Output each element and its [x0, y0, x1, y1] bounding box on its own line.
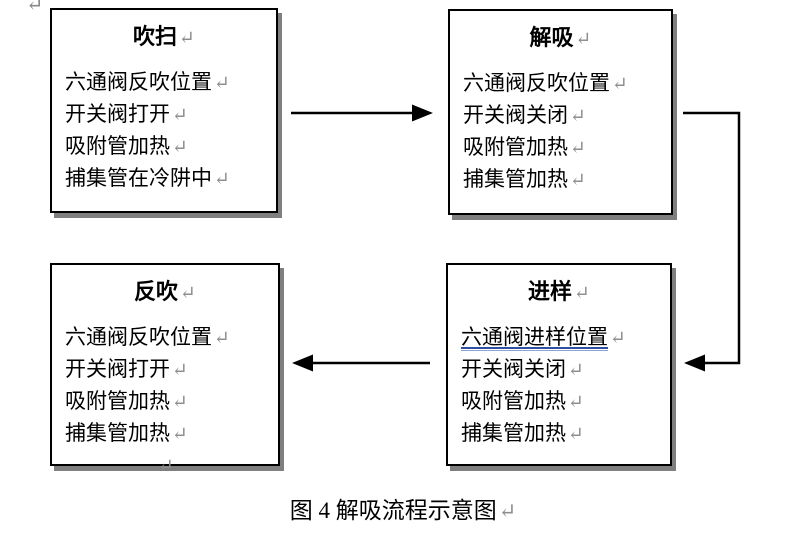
figure-caption: 图 4 解吸流程示意图↵	[0, 496, 806, 526]
step-text: 开关阀关闭	[463, 103, 568, 127]
paragraph-return-mark: ↵	[172, 424, 188, 445]
box-title-row: 进样↵	[448, 278, 670, 307]
flow-step-line: 捕集管加热↵	[461, 418, 670, 450]
box-body: 六通阀反吹位置↵ 开关阀关闭↵ 吸附管加热↵ 捕集管加热↵	[463, 68, 671, 196]
arrow-injection-to-backflush	[292, 354, 430, 372]
box-title: 解吸	[529, 25, 574, 50]
box-body: 六通阀进样位置↵ 开关阀关闭↵ 吸附管加热↵ 捕集管加热↵	[461, 322, 670, 450]
paragraph-return-mark: ↵	[575, 29, 592, 50]
flow-box-injection: 进样↵ 六通阀进样位置↵ 开关阀关闭↵ 吸附管加热↵ 捕集管加热↵	[446, 263, 672, 466]
empty-paragraph-line: ↵	[52, 450, 278, 482]
flow-step-line: 六通阀进样位置↵	[461, 322, 670, 354]
paragraph-return-mark: ↵	[172, 105, 188, 126]
paragraph-return-mark: ↵	[574, 283, 590, 304]
step-text: 捕集管加热	[65, 421, 170, 445]
paragraph-return-mark: ↵	[612, 74, 628, 95]
flow-step-line: 六通阀反吹位置↵	[65, 67, 276, 99]
paragraph-return-mark: ↵	[158, 456, 174, 477]
paragraph-return-mark: ↵	[180, 283, 196, 304]
arrow-desorption-to-injection	[683, 111, 741, 372]
step-text: 捕集管在冷阱中	[65, 166, 212, 190]
step-text: 捕集管加热	[463, 167, 568, 191]
arrow-purge-to-desorption	[291, 104, 433, 122]
paragraph-return-mark: ↵	[26, 0, 44, 16]
flow-step-line: 捕集管在冷阱中↵	[65, 163, 276, 195]
paragraph-return-mark: ↵	[214, 328, 230, 349]
step-text: 六通阀反吹位置	[65, 325, 212, 349]
paragraph-return-mark: ↵	[214, 73, 230, 94]
step-text: 开关阀关闭	[461, 357, 566, 381]
box-title: 反吹	[134, 279, 179, 304]
flow-step-line: 开关阀打开↵	[65, 354, 278, 386]
paragraph-return-mark: ↵	[568, 424, 584, 445]
paragraph-return-mark: ↵	[568, 392, 584, 413]
flow-step-line: 吸附管加热↵	[65, 131, 276, 163]
box-title-row: 反吹↵	[52, 278, 278, 307]
box-title: 进样	[528, 279, 573, 304]
flow-step-line: 六通阀反吹位置↵	[65, 322, 278, 354]
flow-box-backflush: 反吹↵ 六通阀反吹位置↵ 开关阀打开↵ 吸附管加热↵ 捕集管加热↵ ↵	[50, 263, 280, 477]
flow-step-line: 六通阀反吹位置↵	[463, 68, 671, 100]
figure-caption-text: 图 4 解吸流程示意图	[289, 498, 497, 523]
paragraph-return-mark: ↵	[214, 169, 230, 190]
box-title: 吹扫	[133, 24, 178, 49]
step-text: 吸附管加热	[65, 389, 170, 413]
flow-step-line: 开关阀打开↵	[65, 99, 276, 131]
step-text: 吸附管加热	[65, 134, 170, 158]
box-title-row: 解吸↵	[450, 24, 671, 53]
flow-step-line: 捕集管加热↵	[463, 164, 671, 196]
box-title-row: 吹扫↵	[52, 23, 276, 52]
step-text: 吸附管加热	[463, 135, 568, 159]
paragraph-return-mark: ↵	[570, 170, 586, 191]
box-body: 六通阀反吹位置↵ 开关阀打开↵ 吸附管加热↵ 捕集管加热↵ ↵	[65, 322, 278, 482]
paragraph-return-mark: ↵	[498, 499, 517, 523]
paragraph-return-mark: ↵	[172, 360, 188, 381]
flow-box-purge: 吹扫↵ 六通阀反吹位置↵ 开关阀打开↵ 吸附管加热↵ 捕集管在冷阱中↵	[50, 8, 278, 213]
paragraph-return-mark: ↵	[570, 138, 586, 159]
paragraph-return-mark: ↵	[570, 106, 586, 127]
box-body: 六通阀反吹位置↵ 开关阀打开↵ 吸附管加热↵ 捕集管在冷阱中↵	[65, 67, 276, 195]
step-text: 六通阀反吹位置	[65, 70, 212, 94]
paragraph-return-mark: ↵	[179, 28, 195, 49]
step-text-underlined: 六通阀进样位置	[461, 325, 608, 351]
flow-step-line: 吸附管加热↵	[463, 132, 671, 164]
flow-box-desorption: 解吸↵ 六通阀反吹位置↵ 开关阀关闭↵ 吸附管加热↵ 捕集管加热↵	[448, 9, 673, 215]
flow-step-line: 开关阀关闭↵	[463, 100, 671, 132]
flow-step-line: 吸附管加热↵	[65, 386, 278, 418]
paragraph-return-mark: ↵	[610, 328, 626, 349]
flow-step-line: 吸附管加热↵	[461, 386, 670, 418]
step-text: 捕集管加热	[461, 421, 566, 445]
paragraph-return-mark: ↵	[172, 392, 188, 413]
step-text: 开关阀打开	[65, 357, 170, 381]
step-text: 开关阀打开	[65, 102, 170, 126]
flow-step-line: 开关阀关闭↵	[461, 354, 670, 386]
paragraph-return-mark: ↵	[172, 137, 188, 158]
step-text: 吸附管加热	[461, 389, 566, 413]
paragraph-return-mark: ↵	[568, 360, 584, 381]
step-text: 六通阀反吹位置	[463, 71, 610, 95]
flow-step-line: 捕集管加热↵	[65, 418, 278, 450]
